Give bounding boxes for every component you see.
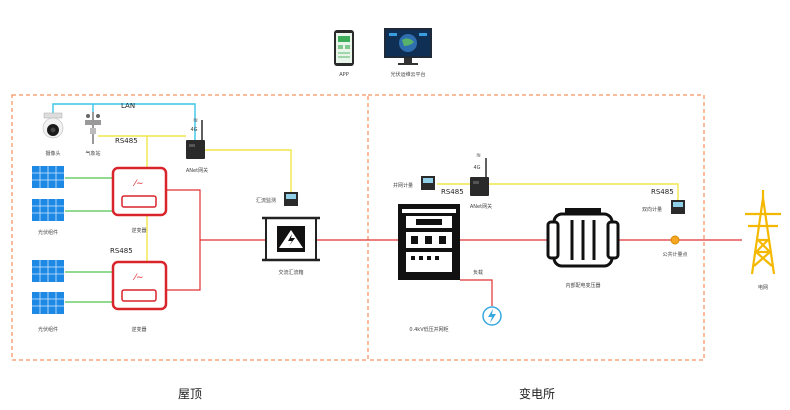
weather-station-label: 气象站 — [85, 150, 100, 157]
rs485-label-roof-1: RS485 — [115, 137, 138, 145]
switchgear-label: 0.4kV低压并网柜 — [409, 326, 448, 333]
combiner-monitor-label: 汇流监测 — [256, 197, 276, 204]
lan-line — [52, 103, 196, 140]
load-lightning-icon — [482, 306, 502, 326]
inverter-1-label: 逆变器 — [131, 227, 146, 234]
rs485-substation-bus — [437, 183, 679, 200]
pv-panel-icon — [32, 260, 64, 282]
switchgear-cabinet-icon — [398, 204, 460, 280]
power-tower-icon — [745, 190, 781, 275]
inverter-icon: ⁄∼ — [111, 260, 168, 311]
cloud-platform-monitor-icon — [384, 28, 432, 65]
rs485-gateway-to-combiner — [205, 149, 292, 192]
ac-combiner-box-icon — [262, 216, 320, 262]
svg-text:⁄∼: ⁄∼ — [132, 179, 143, 189]
roof-gateway-icon: ≋ — [186, 117, 205, 159]
roof-title: 屋顶 — [178, 387, 202, 401]
roof-gateway-label: ANet网关 — [186, 167, 208, 174]
roof-region-border — [11, 94, 369, 361]
svg-text:⁄∼: ⁄∼ — [132, 273, 143, 283]
metering-point-dot — [670, 235, 680, 245]
ac-line-load — [460, 279, 493, 306]
substation-region-border — [367, 94, 705, 361]
transformer-label: 内部配电变压器 — [565, 282, 600, 289]
lan-label: LAN — [121, 102, 135, 110]
roof-gateway-signal: 4G — [190, 127, 197, 133]
rs485-label-roof-2: RS485 — [110, 247, 133, 255]
load-label: 负载 — [473, 269, 483, 276]
inverter-2-label: 逆变器 — [131, 326, 146, 333]
substation-gateway-icon: ≋ — [470, 152, 489, 196]
grid-meter-label: 并网计量 — [393, 182, 413, 189]
camera-label: 摄像头 — [45, 150, 60, 157]
bidirectional-meter-label: 双向计量 — [642, 206, 662, 213]
grid-label: 电网 — [758, 284, 768, 291]
pv-group-2-label: 光伏组件 — [38, 326, 58, 333]
cloud-platform-label: 光伏运维云平台 — [390, 71, 425, 78]
bidirectional-meter-icon — [671, 200, 685, 214]
pv-panel-icon — [32, 292, 64, 314]
meter-icon — [284, 192, 298, 206]
substation-gateway-label: ANet网关 — [470, 203, 492, 210]
substation-gateway-signal: 4G — [473, 165, 480, 171]
grid-meter-icon — [421, 176, 435, 190]
pv-panel-icon — [32, 166, 64, 188]
ac-combiner-label: 交流汇流箱 — [278, 269, 303, 276]
transformer-icon — [546, 208, 620, 268]
inverter-icon: ⁄∼ — [111, 166, 168, 217]
rs485-label-sub-2: RS485 — [651, 188, 674, 196]
metering-point-label: 公共计量点 — [662, 251, 687, 258]
app-phone-icon — [334, 30, 354, 66]
weather-station-icon — [85, 112, 101, 144]
substation-title: 变电所 — [519, 386, 555, 401]
wifi-icon: ≋ — [476, 152, 481, 159]
pv-group-1-label: 光伏组件 — [38, 229, 58, 236]
ac-line-inverters — [166, 189, 266, 291]
rs485-label-sub-1: RS485 — [441, 188, 464, 196]
pv-panel-icon — [32, 199, 64, 221]
app-label: APP — [339, 72, 348, 78]
wifi-icon: ≋ — [193, 117, 198, 124]
camera-icon — [42, 112, 64, 139]
